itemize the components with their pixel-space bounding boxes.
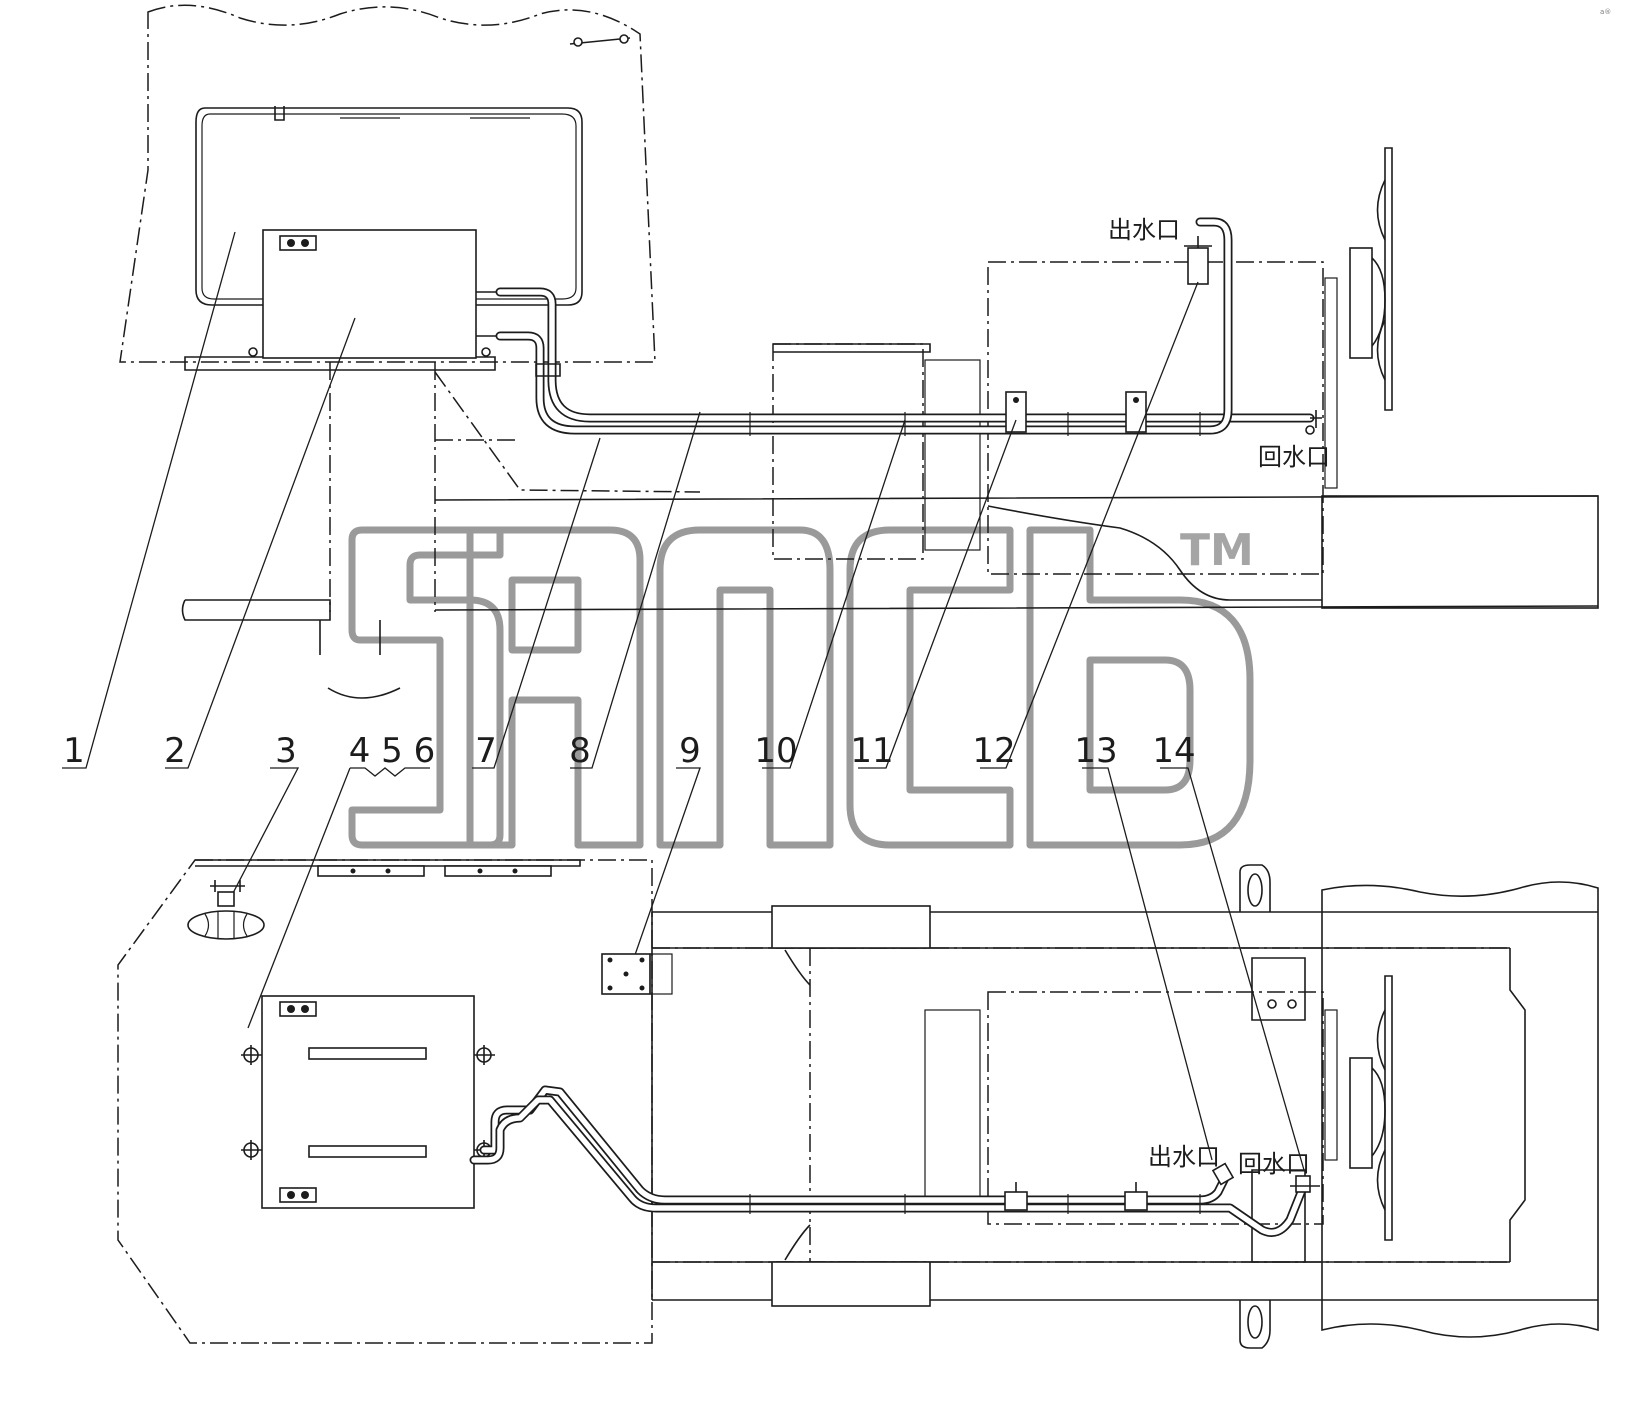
corner-mark: a® <box>1600 8 1611 16</box>
callout-2: 2 <box>164 317 356 771</box>
svg-text:8: 8 <box>569 731 591 771</box>
bottom-pipes <box>469 1085 1320 1237</box>
bottom-heater-box <box>241 995 495 1209</box>
watermark-logo: TM <box>348 525 1254 849</box>
bottom-view: 出水口 回水口 <box>117 859 1599 1349</box>
bottom-engine-block <box>987 991 1324 1225</box>
bottom-rear-body <box>1321 881 1599 1338</box>
bottom-cab-outline <box>117 859 653 1344</box>
bottom-outlet-label: 出水口 <box>1148 1143 1220 1171</box>
svg-text:7: 7 <box>475 731 497 771</box>
top-fan <box>1324 147 1393 489</box>
callout-456: 4 5 6 <box>247 731 436 1029</box>
svg-text:9: 9 <box>679 731 701 771</box>
svg-text:12: 12 <box>972 731 1015 771</box>
svg-text:11: 11 <box>850 731 893 771</box>
svg-text:14: 14 <box>1152 731 1195 771</box>
top-view: 出水口 回水口 <box>119 4 1599 699</box>
bottom-bracket-9 <box>601 953 673 995</box>
top-heater-box <box>248 229 500 359</box>
watermark-letter-c <box>846 526 1014 849</box>
bottom-frame-rails <box>651 911 1598 1301</box>
svg-text:3: 3 <box>275 731 297 771</box>
top-cab-outline <box>119 4 656 363</box>
bottom-rear-hook-top <box>1239 864 1271 912</box>
top-dash-frame-inner <box>201 113 577 300</box>
callout-3: 3 <box>231 731 300 896</box>
top-return-label: 回水口 <box>1258 443 1330 471</box>
callout-14: 14 <box>1152 731 1305 1171</box>
svg-text:4 5 6: 4 5 6 <box>349 731 436 771</box>
watermark-tm: TM <box>1180 525 1254 576</box>
watermark-letter-s <box>348 526 504 849</box>
svg-text:10: 10 <box>754 731 797 771</box>
watermark-letter-a <box>466 526 644 849</box>
top-pillar <box>329 362 436 612</box>
svg-text:13: 13 <box>1074 731 1117 771</box>
callout-1: 1 <box>62 231 236 771</box>
svg-text:2: 2 <box>164 731 186 771</box>
bottom-rear-hook-bottom <box>1239 1300 1271 1349</box>
callout-11: 11 <box>850 419 1017 771</box>
callout-10: 10 <box>754 419 906 771</box>
top-pipes <box>495 217 1322 436</box>
top-engine-block <box>987 261 1324 575</box>
bottom-fan <box>1324 975 1393 1241</box>
top-dash-frame <box>195 107 583 306</box>
top-rear-block <box>1321 495 1599 609</box>
watermark-letter-p <box>1026 526 1254 849</box>
svg-text:1: 1 <box>63 731 85 771</box>
top-frame-rail-left <box>181 599 331 621</box>
top-outlet-label: 出水口 <box>1108 216 1180 244</box>
callout-13: 13 <box>1074 731 1213 1161</box>
bottom-return-label: 回水口 <box>1238 1150 1310 1178</box>
bottom-light <box>187 880 265 940</box>
top-brace <box>434 371 701 493</box>
callouts: 1 2 3 4 5 6 7 8 9 10 <box>62 231 1305 1171</box>
watermark-letter-m <box>656 526 834 849</box>
callout-7: 7 <box>472 437 601 771</box>
callout-8: 8 <box>569 411 701 771</box>
top-frame-rail <box>434 495 1599 611</box>
callout-12: 12 <box>972 281 1199 771</box>
